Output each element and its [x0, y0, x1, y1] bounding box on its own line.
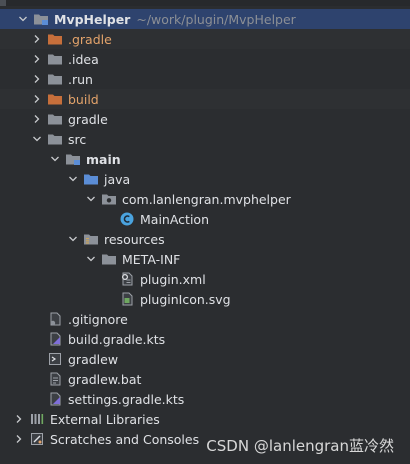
project-name: MvpHelper	[54, 11, 131, 27]
excluded-folder-icon	[46, 31, 64, 47]
library-icon	[28, 411, 46, 427]
tree-row-resources[interactable]: resources	[0, 229, 410, 249]
tree-label: build.gradle.kts	[68, 331, 166, 347]
tree-label: java	[104, 171, 131, 187]
tree-row-build-gradle-kts[interactable]: build.gradle.kts	[0, 329, 410, 349]
tree-label: main	[86, 151, 121, 167]
tree-label: META-INF	[122, 251, 181, 267]
tree-row-project-root[interactable]: MvpHelper ~/work/plugin/MvpHelper	[0, 9, 410, 29]
tree-row-gitignore[interactable]: .gitignore	[0, 309, 410, 329]
tree-row-gradlew-bat[interactable]: gradlew.bat	[0, 369, 410, 389]
folder-icon	[46, 51, 64, 67]
text-file-icon	[46, 371, 64, 387]
tree-label: .gradle	[68, 31, 112, 47]
top-strip-mark	[0, 0, 6, 6]
chevron-down-icon[interactable]	[84, 252, 98, 266]
chevron-right-icon[interactable]	[12, 432, 26, 446]
tree-label: build	[68, 91, 99, 107]
folder-icon	[46, 111, 64, 127]
chevron-right-icon[interactable]	[30, 72, 44, 86]
tree-label: resources	[104, 231, 165, 247]
gradle-kotlin-file-icon	[46, 391, 64, 407]
top-strip	[0, 0, 410, 6]
gitignore-icon	[46, 311, 64, 327]
svg-file-icon	[118, 291, 136, 307]
tree-row-meta-inf[interactable]: META-INF	[0, 249, 410, 269]
chevron-right-icon[interactable]	[12, 412, 26, 426]
chevron-right-icon[interactable]	[30, 112, 44, 126]
tree-row-dot-gradle[interactable]: .gradle	[0, 29, 410, 49]
chevron-down-icon[interactable]	[16, 12, 30, 26]
module-folder-icon	[32, 11, 50, 27]
tree-row-build[interactable]: build	[0, 89, 410, 109]
source-folder-icon	[82, 171, 100, 187]
plugin-xml-icon	[118, 271, 136, 287]
tree-label: .idea	[68, 51, 99, 67]
gradle-kotlin-file-icon	[46, 331, 64, 347]
tree-label: .run	[68, 71, 93, 87]
tree-row-gradlew[interactable]: gradlew	[0, 349, 410, 369]
tree-row-plugin-xml[interactable]: plugin.xml	[0, 269, 410, 289]
tree-row-dot-run[interactable]: .run	[0, 69, 410, 89]
tree-row-plugin-icon-svg[interactable]: pluginIcon.svg	[0, 289, 410, 309]
chevron-down-icon[interactable]	[84, 192, 98, 206]
project-path: ~/work/plugin/MvpHelper	[136, 11, 296, 27]
tree-label: gradlew.bat	[68, 371, 142, 387]
tree-row-package[interactable]: com.lanlengran.mvphelper	[0, 189, 410, 209]
module-folder-icon	[64, 151, 82, 167]
excluded-folder-icon	[46, 91, 64, 107]
tree-row-main[interactable]: main	[0, 149, 410, 169]
chevron-right-icon[interactable]	[30, 32, 44, 46]
chevron-right-icon[interactable]	[30, 92, 44, 106]
resources-folder-icon	[82, 231, 100, 247]
tree-row-scratches[interactable]: Scratches and Consoles	[0, 429, 410, 449]
tree-row-dot-idea[interactable]: .idea	[0, 49, 410, 69]
tree-label: pluginIcon.svg	[140, 291, 231, 307]
chevron-right-icon[interactable]	[30, 52, 44, 66]
tree-label: gradlew	[68, 351, 119, 367]
folder-icon	[46, 131, 64, 147]
tree-label: Scratches and Consoles	[50, 431, 200, 447]
tree-label: src	[68, 131, 87, 147]
tree-row-main-action[interactable]: MainAction	[0, 209, 410, 229]
chevron-down-icon[interactable]	[66, 172, 80, 186]
tree-label: settings.gradle.kts	[68, 391, 185, 407]
chevron-down-icon[interactable]	[66, 232, 80, 246]
chevron-down-icon[interactable]	[30, 132, 44, 146]
folder-icon	[100, 251, 118, 267]
shell-script-icon	[46, 351, 64, 367]
watermark: CSDN @lanlengran蓝冷然	[206, 437, 394, 455]
tree-row-java[interactable]: java	[0, 169, 410, 189]
chevron-down-icon[interactable]	[48, 152, 62, 166]
tree-row-src[interactable]: src	[0, 129, 410, 149]
tree-label: MainAction	[140, 211, 209, 227]
tree-label: gradle	[68, 111, 108, 127]
tree-label: com.lanlengran.mvphelper	[122, 191, 291, 207]
scratches-icon	[28, 431, 46, 447]
tree-label: .gitignore	[68, 311, 128, 327]
package-icon	[100, 191, 118, 207]
class-icon	[118, 211, 136, 227]
tree-row-settings-gradle-kts[interactable]: settings.gradle.kts	[0, 389, 410, 409]
tree-label: plugin.xml	[140, 271, 206, 287]
tree-label: External Libraries	[50, 411, 160, 427]
tree-row-gradle[interactable]: gradle	[0, 109, 410, 129]
tree-row-external-libraries[interactable]: External Libraries	[0, 409, 410, 429]
folder-icon	[46, 71, 64, 87]
